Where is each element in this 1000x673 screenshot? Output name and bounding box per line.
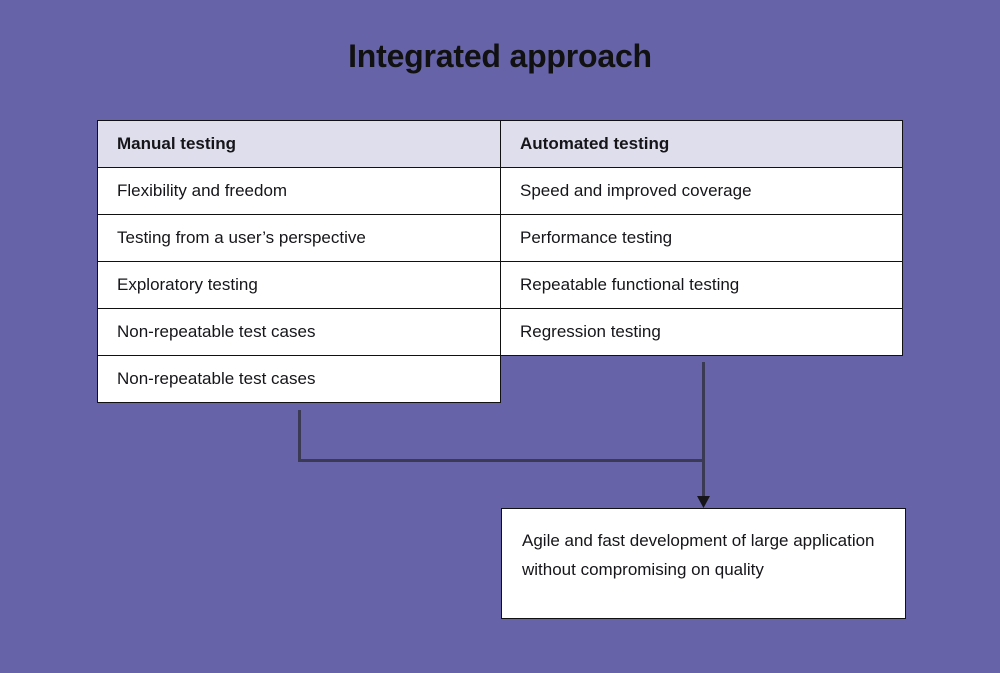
table-row: Non-repeatable test cases [97, 355, 501, 403]
table-row: Testing from a user’s perspective [97, 214, 501, 262]
comparison-table: Manual testing Flexibility and freedom T… [97, 120, 904, 403]
table-header-automated-testing: Automated testing [500, 120, 903, 168]
table-row: Repeatable functional testing [500, 261, 903, 309]
table-column-automated-testing: Automated testing Speed and improved cov… [500, 120, 903, 356]
table-row: Regression testing [500, 308, 903, 356]
table-header-manual-testing: Manual testing [97, 120, 501, 168]
table-row: Non-repeatable test cases [97, 308, 501, 356]
table-row: Exploratory testing [97, 261, 501, 309]
table-row: Speed and improved coverage [500, 167, 903, 215]
table-row: Performance testing [500, 214, 903, 262]
down-arrow-icon [697, 496, 710, 508]
manual-testing-branch-line [298, 410, 704, 462]
table-row: Flexibility and freedom [97, 167, 501, 215]
outcome-box: Agile and fast development of large appl… [501, 508, 906, 619]
table-column-manual-testing: Manual testing Flexibility and freedom T… [97, 120, 501, 403]
page-title: Integrated approach [348, 38, 652, 74]
